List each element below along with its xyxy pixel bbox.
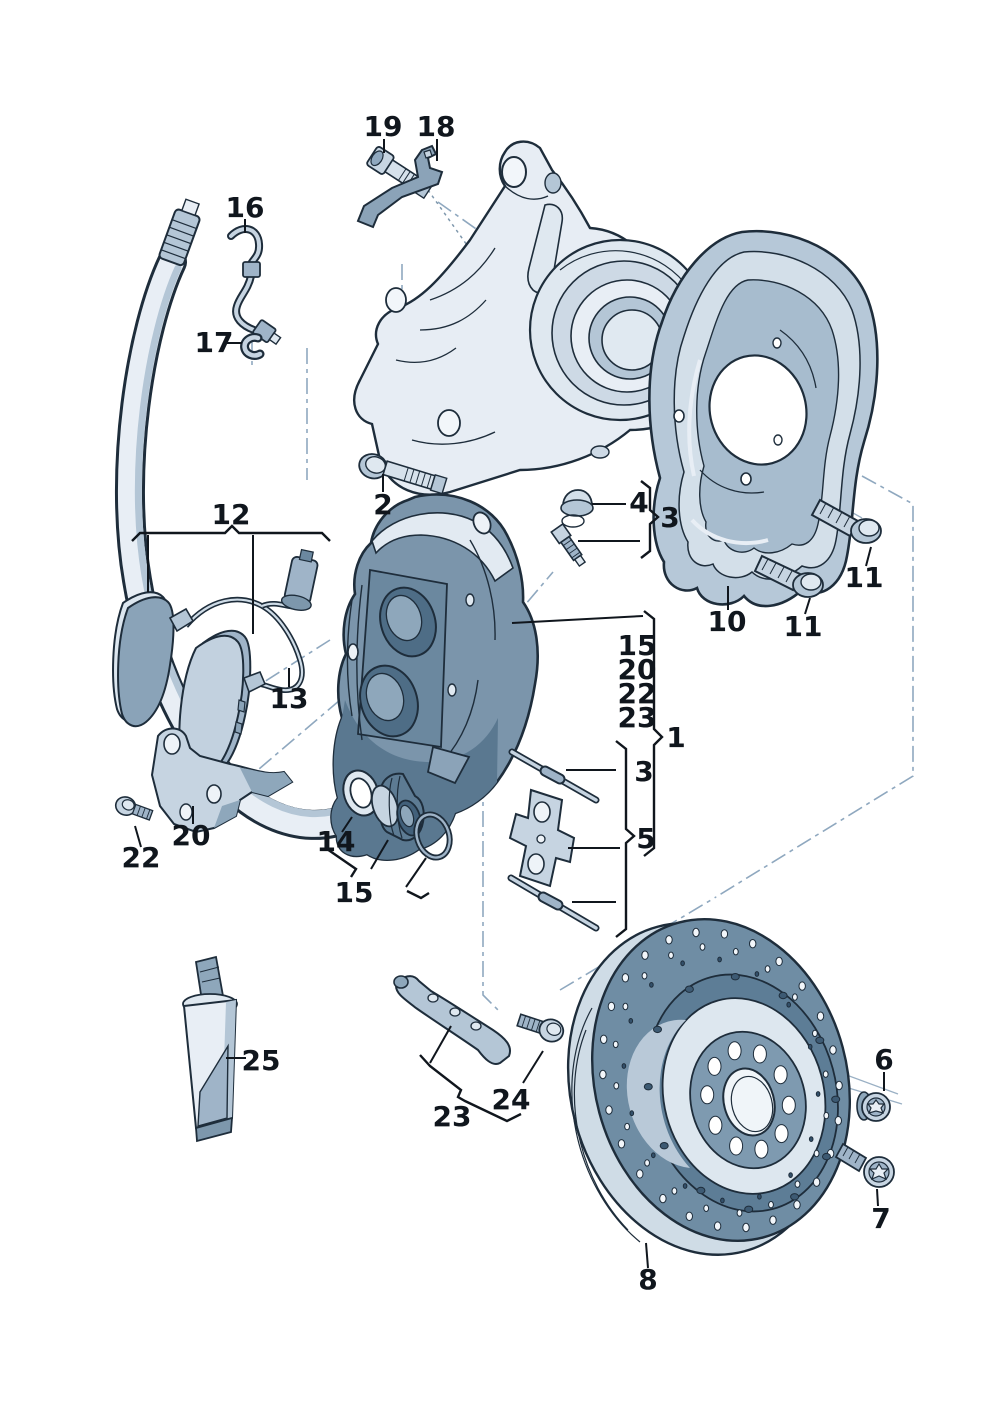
callout-2[interactable]: 2 — [373, 488, 392, 521]
callout-labels: 19 18 16 17 2 4 3 10 11 11 12 13 15 20 2… — [122, 110, 894, 1296]
callout-18[interactable]: 18 — [417, 110, 456, 143]
grease-tube — [182, 955, 238, 1143]
dust-cap — [560, 489, 594, 528]
steering-knuckle — [353, 140, 714, 496]
disc-drill-holes — [599, 927, 843, 1233]
callout-22[interactable]: 22 — [122, 841, 161, 874]
brake-pad-inner — [178, 629, 252, 781]
pad-retaining-spring — [393, 975, 511, 1065]
callout-8[interactable]: 8 — [638, 1263, 657, 1296]
callout-kit-15[interactable]: 15 — [618, 629, 657, 662]
callout-13[interactable]: 13 — [270, 682, 309, 715]
brake-pipe — [227, 225, 282, 346]
callout-10[interactable]: 10 — [708, 605, 747, 638]
callout-11-upper[interactable]: 11 — [845, 561, 884, 594]
callout-23[interactable]: 23 — [433, 1100, 472, 1133]
pipe-clip — [240, 332, 265, 360]
callout-7[interactable]: 7 — [871, 1202, 890, 1235]
callout-brackets — [131, 480, 664, 1123]
brake-disc — [566, 918, 852, 1256]
caliper-piston — [370, 772, 425, 842]
sensor-bracket — [150, 727, 294, 834]
disc-screw-long — [834, 1142, 895, 1188]
callout-17[interactable]: 17 — [195, 326, 234, 359]
shield-bolt-upper — [810, 498, 882, 544]
pad-retainer-spring-plate — [508, 788, 576, 888]
callout-5[interactable]: 5 — [636, 822, 655, 855]
callout-14[interactable]: 14 — [317, 825, 356, 858]
callout-16[interactable]: 16 — [226, 191, 265, 224]
splash-shield — [648, 229, 879, 608]
callout-19[interactable]: 19 — [364, 110, 403, 143]
brake-caliper — [330, 493, 539, 862]
callout-4[interactable]: 4 — [629, 486, 648, 519]
retaining-screw — [516, 1013, 565, 1043]
callout-20[interactable]: 20 — [172, 819, 211, 852]
bracket-bolt — [114, 796, 154, 821]
retaining-bracket — [356, 144, 444, 229]
brake-pad-outer — [112, 591, 175, 728]
caliper-bolt — [358, 453, 448, 495]
callout-24[interactable]: 24 — [492, 1083, 531, 1116]
leader-lines — [134, 139, 885, 1269]
callout-kit-23[interactable]: 23 — [618, 701, 657, 734]
disc-set-screw — [856, 1091, 891, 1122]
callout-25[interactable]: 25 — [242, 1044, 281, 1077]
bleeder-valve — [550, 522, 587, 568]
callout-11-lower[interactable]: 11 — [784, 610, 823, 643]
shield-bolt-lower — [753, 554, 824, 598]
piston-o-ring — [413, 811, 453, 861]
callout-kit-20[interactable]: 20 — [618, 653, 657, 686]
callout-3-pins[interactable]: 3 — [634, 755, 653, 788]
callout-1[interactable]: 1 — [666, 721, 685, 754]
callout-12[interactable]: 12 — [212, 498, 251, 531]
wear-indicator-sensor — [168, 548, 319, 694]
piston-seal-ring — [342, 769, 380, 817]
guide-pin-upper — [508, 748, 600, 804]
callout-6[interactable]: 6 — [874, 1043, 893, 1076]
callout-kit-22[interactable]: 22 — [618, 677, 657, 710]
callout-15[interactable]: 15 — [335, 876, 374, 909]
guide-pin-lower — [507, 874, 600, 932]
callout-3-cap-group[interactable]: 3 — [660, 501, 679, 534]
